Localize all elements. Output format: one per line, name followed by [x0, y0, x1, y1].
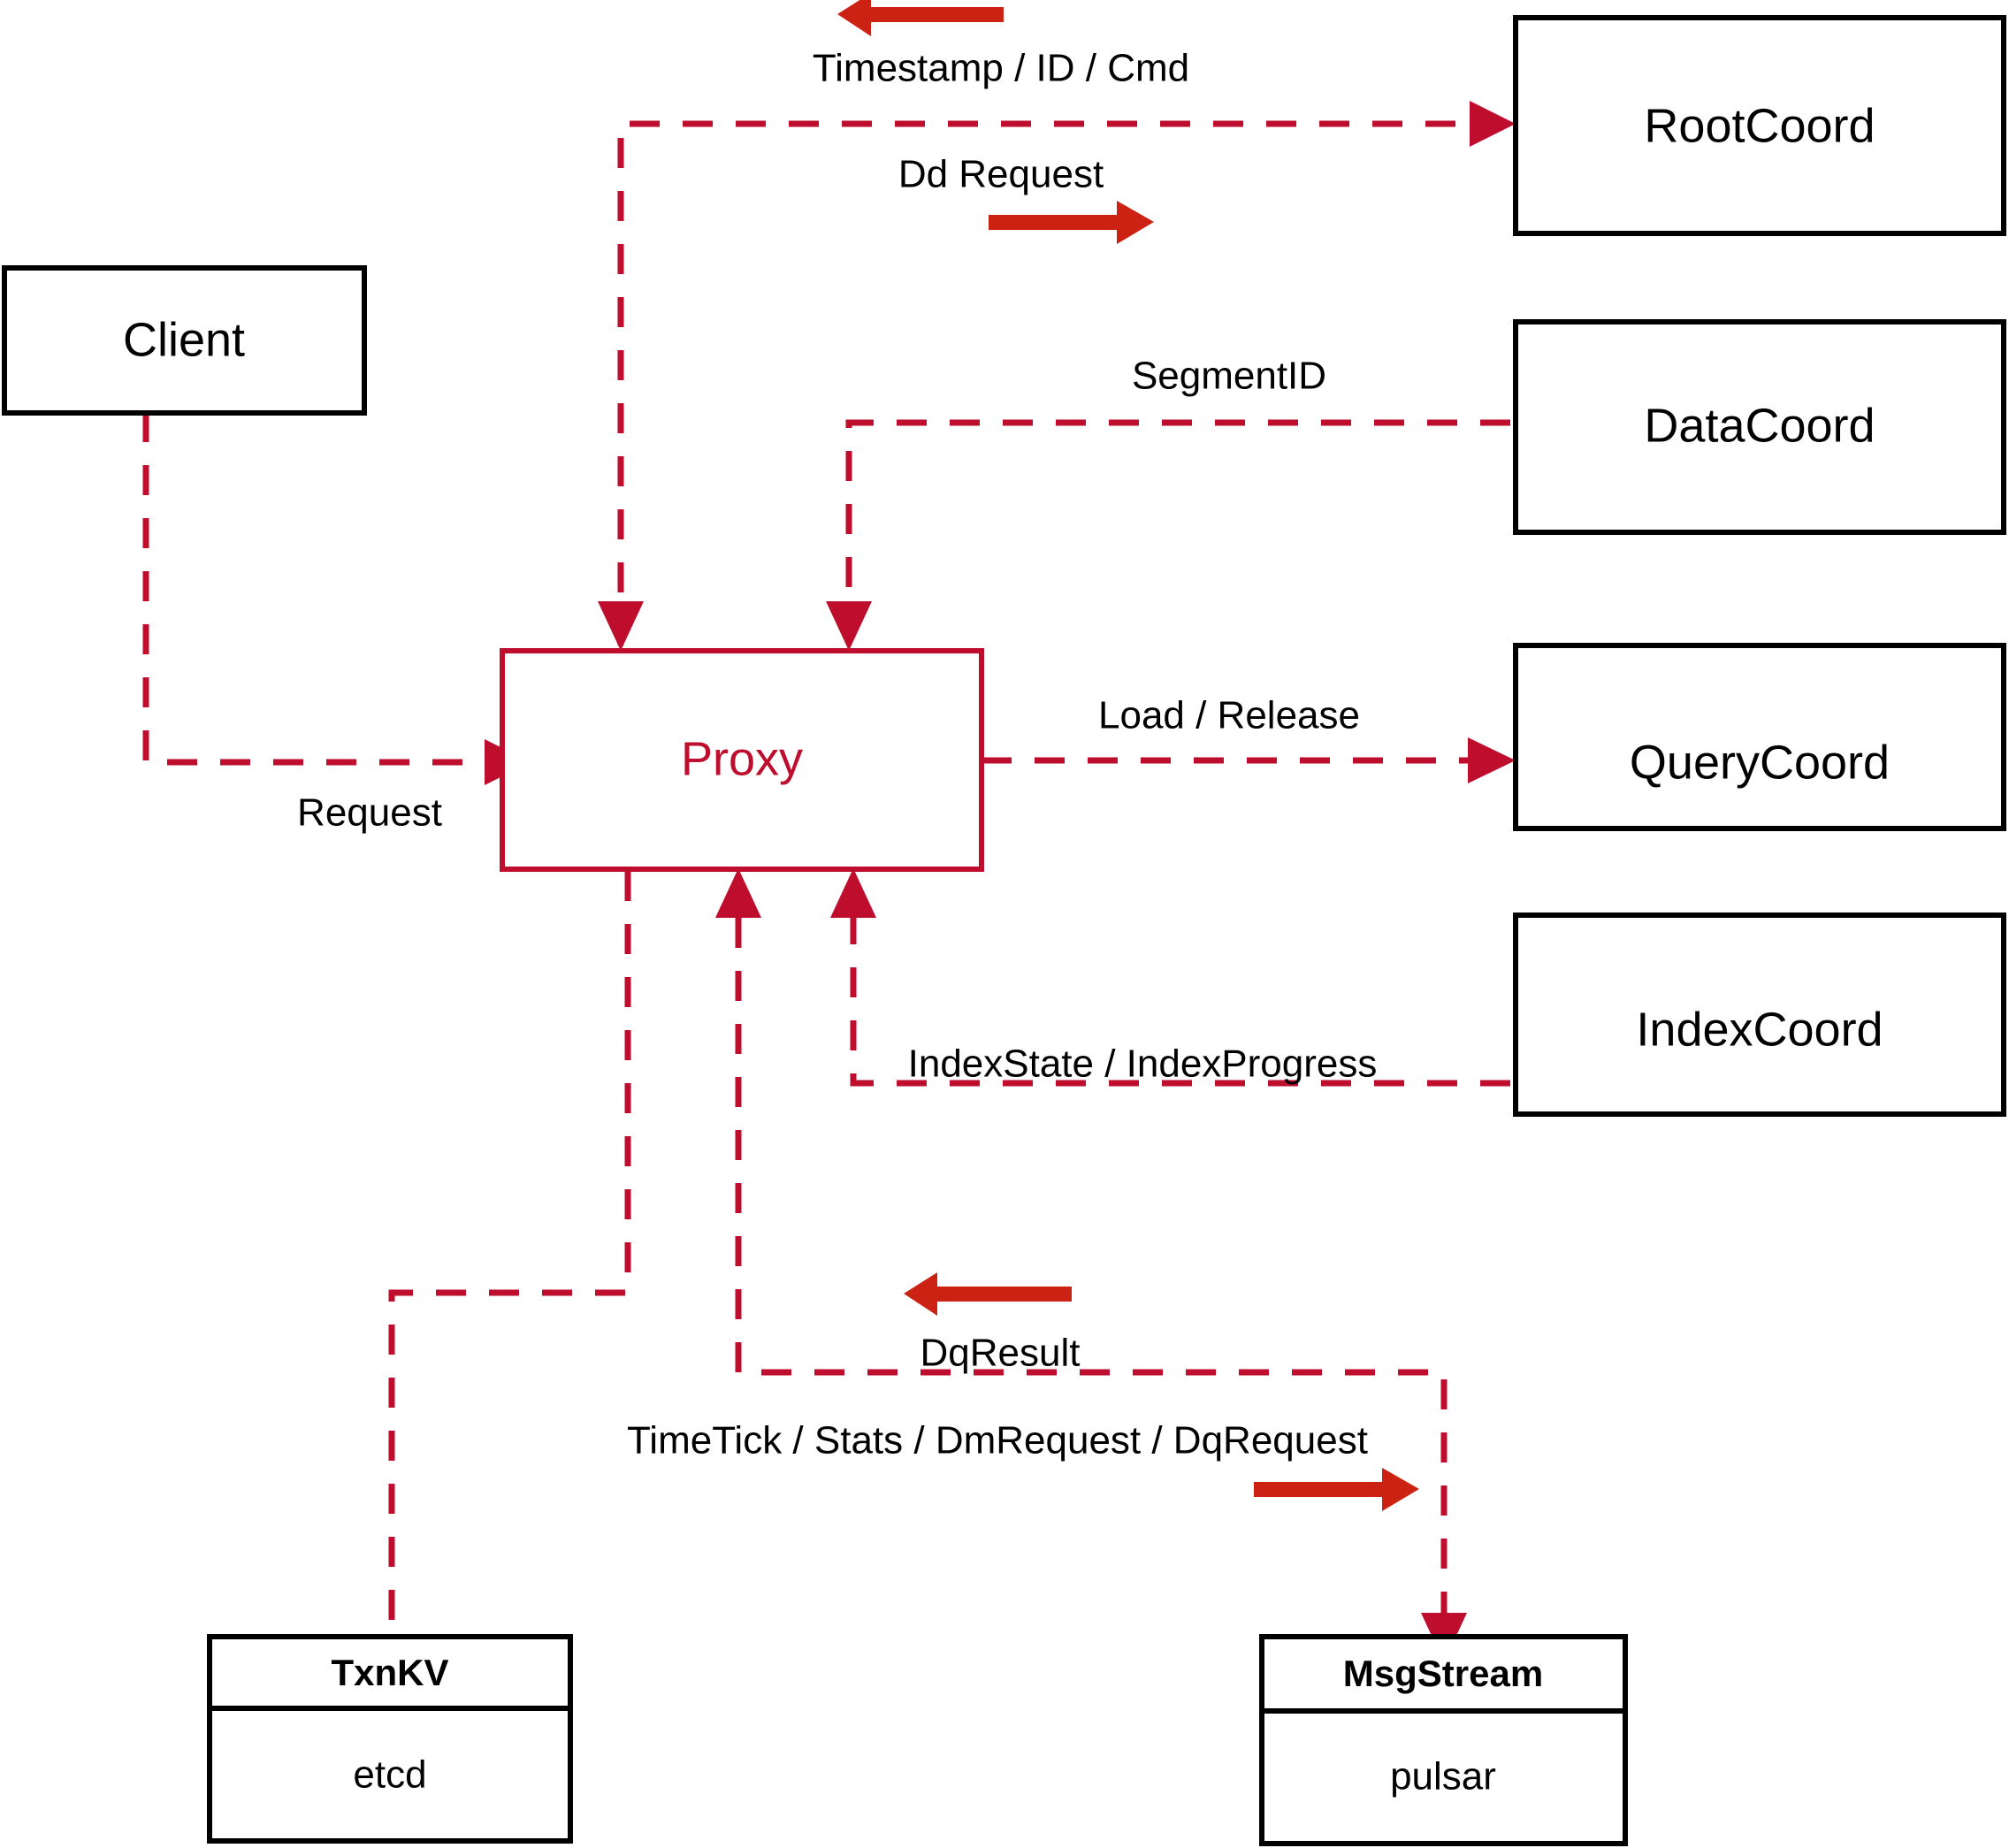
node-querycoord-label: QueryCoord: [1630, 736, 1890, 789]
edge-label-dqresult: DqResult: [920, 1332, 1081, 1375]
node-datacoord-label: DataCoord: [1644, 399, 1875, 452]
node-msgstream-label: MsgStream: [1343, 1653, 1543, 1694]
arrowhead-rootcoord-to-proxy: [598, 601, 644, 651]
edge-label-indexstate-indexprogress: IndexState / IndexProgress: [908, 1042, 1378, 1086]
node-querycoord[interactable]: [1513, 643, 2006, 831]
node-client-label: Client: [123, 313, 245, 366]
node-txnkv-impl-label: etcd: [353, 1753, 426, 1797]
node-proxy[interactable]: [500, 648, 984, 872]
arrowhead-proxy-to-querycoord: [1468, 737, 1516, 783]
node-indexcoord-label: IndexCoord: [1636, 1003, 1883, 1056]
node-msgstream[interactable]: [1259, 1634, 1628, 1846]
msgstream-write-direction-arrow: [1254, 1468, 1419, 1511]
flow-proxy-to-rootcoord: [617, 120, 1470, 645]
node-rootcoord-label: RootCoord: [1644, 99, 1875, 152]
arrowhead-indexcoord-to-proxy: [830, 868, 876, 918]
node-txnkv[interactable]: [207, 1634, 573, 1844]
edge-label-dd-request: Dd Request: [898, 153, 1104, 196]
edge-label-segmentid: SegmentID: [1132, 355, 1326, 398]
flow-proxy-msgstream: [735, 918, 1448, 1613]
node-indexcoord[interactable]: [1513, 913, 2006, 1117]
edge-label-timetick-stats-dmrequest-dqrequest: TimeTick / Stats / DmRequest / DqRequest: [627, 1419, 1368, 1462]
flow-datacoord-to-proxy: [845, 419, 1510, 645]
node-rootcoord[interactable]: [1513, 15, 2006, 236]
node-datacoord[interactable]: [1513, 319, 2006, 535]
timestamp-direction-arrow: [837, 0, 1004, 36]
edge-label-request: Request: [297, 791, 442, 835]
arrowhead-msgstream-to-proxy: [715, 868, 761, 918]
flow-indexcoord-to-proxy: [850, 918, 1510, 1087]
edge-label-timestamp-id-cmd: Timestamp / ID / Cmd: [813, 47, 1189, 90]
node-proxy-label: Proxy: [681, 732, 803, 785]
node-txnkv-label: TxnKV: [331, 1652, 448, 1693]
edge-label-load-release: Load / Release: [1098, 694, 1360, 737]
arrowhead-proxy-to-rootcoord: [1470, 101, 1516, 147]
flow-proxy-to-txnkv: [388, 871, 631, 1637]
node-client[interactable]: [2, 265, 367, 416]
dq-result-direction-arrow: [904, 1272, 1072, 1316]
node-msgstream-impl-label: pulsar: [1390, 1755, 1496, 1798]
arrowhead-datacoord-to-proxy: [826, 601, 872, 651]
flow-client-to-proxy: [142, 412, 485, 766]
dd-request-direction-arrow: [989, 201, 1154, 244]
